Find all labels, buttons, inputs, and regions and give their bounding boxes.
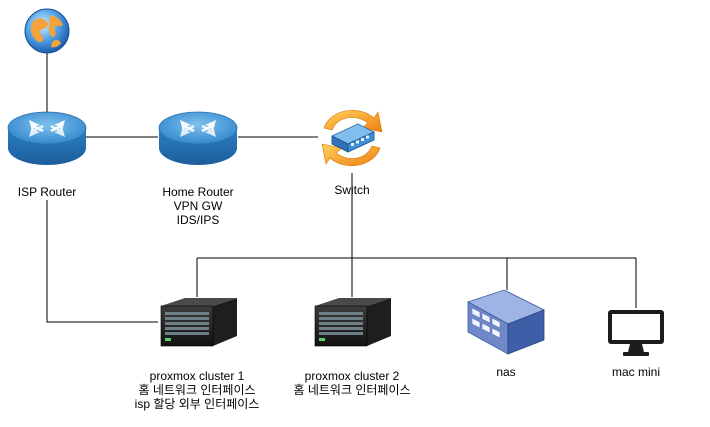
nas-icon <box>467 289 545 355</box>
server-icon <box>314 298 391 347</box>
server-icon <box>160 298 237 347</box>
isp-router-label: ISP Router <box>18 185 76 199</box>
monitor-icon <box>608 310 664 356</box>
mac-mini-name: mac mini <box>611 365 661 379</box>
link-isp-proxmox1 <box>46 200 158 323</box>
isp-router-name: ISP Router <box>17 185 77 199</box>
proxmox1-label: proxmox cluster 1 홈 네트워크 인터페이스 isp 할당 외부… <box>135 369 260 411</box>
router-icon <box>7 111 87 165</box>
nas-label: nas <box>496 365 515 379</box>
proxmox1-name: proxmox cluster 1 <box>149 369 245 383</box>
home-router-name: Home Router <box>162 185 234 199</box>
proxmox2-interface-home: 홈 네트워크 인터페이스 <box>293 383 411 397</box>
proxmox1-interface-isp: isp 할당 외부 인터페이스 <box>134 397 260 411</box>
switch-label: Switch <box>334 183 369 197</box>
switch-name: Switch <box>334 183 370 197</box>
router-icon <box>158 111 238 165</box>
proxmox2-name: proxmox cluster 2 <box>304 369 400 383</box>
switch-icon <box>321 110 383 166</box>
home-router-role-vpn: VPN GW <box>173 199 223 213</box>
globe-icon <box>24 8 70 54</box>
proxmox2-label: proxmox cluster 2 홈 네트워크 인터페이스 <box>293 369 410 397</box>
home-router-role-ids: IDS/IPS <box>176 213 220 227</box>
nas-name: nas <box>496 365 516 379</box>
proxmox1-interface-home: 홈 네트워크 인터페이스 <box>138 383 256 397</box>
mac-mini-label: mac mini <box>612 365 660 379</box>
home-router-label: Home Router VPN GW IDS/IPS <box>162 185 233 227</box>
